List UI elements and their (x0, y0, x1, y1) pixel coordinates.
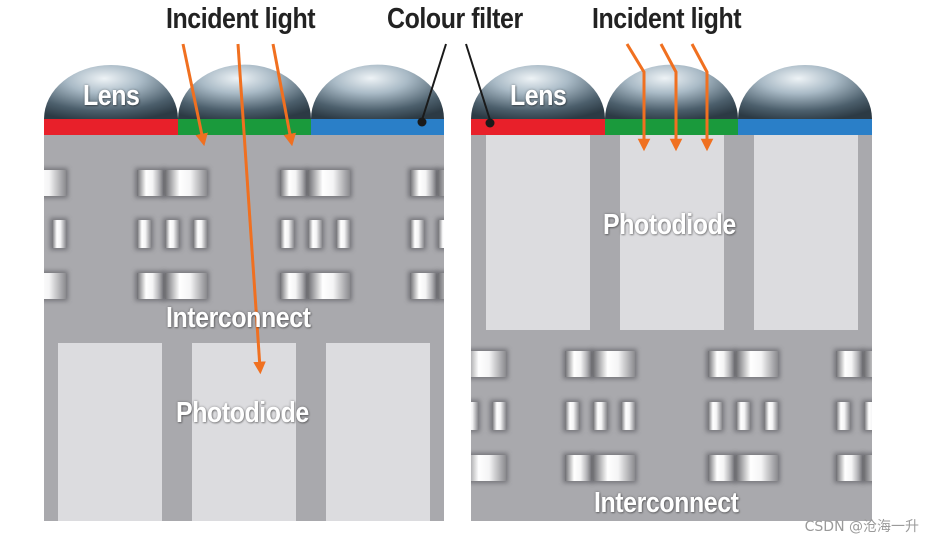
interconnect-label-right: Interconnect (594, 487, 739, 519)
metal-block (193, 220, 207, 248)
metal-block (410, 273, 436, 299)
metal-block (565, 455, 591, 481)
metal-block (593, 402, 607, 430)
right-green-filter (605, 119, 738, 135)
colour-filter-pointers (417, 43, 495, 128)
metal-block (137, 273, 163, 299)
left-blue-filter (311, 119, 444, 135)
metal-block (471, 455, 506, 481)
metal-block (0, 273, 22, 299)
right-panel (471, 64, 908, 521)
left-lens (44, 65, 178, 119)
metal-shadow (22, 218, 40, 250)
right-lens (605, 64, 738, 119)
left-lens (178, 64, 311, 119)
right-photodiode-well (754, 135, 858, 330)
metal-block (280, 273, 306, 299)
metal-block (593, 351, 635, 377)
left-photodiode-well (192, 343, 296, 521)
metal-block (708, 351, 734, 377)
metal-block (565, 402, 579, 430)
left-interconnect-layer (0, 168, 444, 301)
metal-block (708, 455, 734, 481)
metal-block (593, 455, 635, 481)
metal-block (708, 402, 722, 430)
metal-block (864, 351, 872, 377)
right-photodiode-well (486, 135, 590, 330)
metal-block (44, 273, 66, 299)
metal-block (471, 351, 506, 377)
metal-block (336, 220, 350, 248)
metal-block (621, 402, 635, 430)
metal-block (864, 455, 872, 481)
right-lens (471, 65, 605, 119)
metal-block (864, 402, 872, 430)
metal-shadow (0, 168, 24, 198)
metal-block (836, 351, 862, 377)
metal-block (165, 170, 207, 196)
metal-block (308, 170, 350, 196)
light-arrow (625, 43, 651, 152)
metal-block (280, 220, 294, 248)
right-interconnect-layer (471, 349, 908, 483)
metal-block (410, 220, 424, 248)
light-arrow (181, 43, 208, 147)
right-photodiode-well (620, 135, 724, 330)
incident-light-arrows-right (625, 43, 714, 152)
incident-light-label-right: Incident light (592, 3, 742, 35)
right-lens (738, 65, 872, 119)
metal-block (438, 170, 444, 196)
left-photodiode-well (326, 343, 430, 521)
metal-shadow (0, 271, 24, 301)
left-panel (0, 64, 444, 521)
metal-block (410, 170, 436, 196)
photodiode-label-left: Photodiode (176, 397, 309, 429)
metal-shadow (890, 400, 908, 432)
interconnect-label-left: Interconnect (166, 302, 311, 334)
metal-block (438, 220, 444, 248)
metal-block (471, 402, 478, 430)
metal-block (764, 402, 778, 430)
metal-block (836, 455, 862, 481)
right-red-filter (471, 119, 605, 135)
metal-block (836, 402, 850, 430)
metal-block (24, 220, 38, 248)
light-arrow (690, 43, 714, 152)
photodiode-label-right: Photodiode (603, 209, 736, 241)
metal-block (52, 220, 66, 248)
metal-block (308, 273, 350, 299)
left-lens (311, 64, 444, 119)
lens-label-left: Lens (83, 80, 140, 112)
colour-filter-label: Colour filter (387, 3, 523, 35)
left-red-filter (44, 119, 178, 135)
metal-block (892, 402, 906, 430)
metal-block (565, 351, 591, 377)
metal-shadow (0, 218, 12, 250)
metal-block (137, 220, 151, 248)
metal-block (44, 170, 66, 196)
metal-block (280, 170, 306, 196)
metal-block (438, 273, 444, 299)
metal-block (0, 220, 10, 248)
watermark: CSDN @沧海一升 (804, 519, 919, 535)
light-arrow (659, 43, 683, 152)
lens-label-right: Lens (510, 80, 567, 112)
left-photodiode-well (58, 343, 162, 521)
metal-block (736, 351, 778, 377)
metal-block (492, 402, 506, 430)
right-blue-filter (738, 119, 872, 135)
metal-block (736, 402, 750, 430)
light-arrow (271, 43, 297, 147)
metal-block (0, 170, 22, 196)
light-arrow (236, 43, 266, 375)
metal-block (137, 170, 163, 196)
metal-block (736, 455, 778, 481)
metal-block (165, 273, 207, 299)
metal-block (308, 220, 322, 248)
incident-light-label-left: Incident light (166, 3, 316, 35)
metal-block (165, 220, 179, 248)
incident-light-arrows-left (181, 43, 297, 375)
